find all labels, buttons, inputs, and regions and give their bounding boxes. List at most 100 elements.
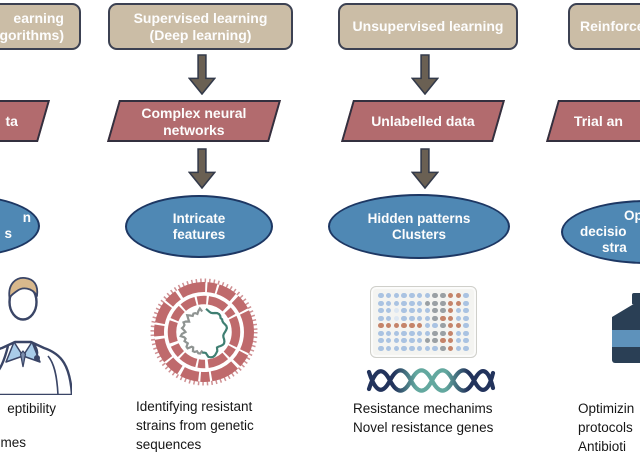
microplate-well — [440, 323, 446, 329]
caption-line: protocols — [578, 420, 633, 435]
microplate-well — [401, 315, 407, 321]
microplate-well — [416, 300, 423, 306]
flow-parallelogram-complex-networks: Complex neural networks — [106, 100, 282, 142]
microplate-well — [432, 330, 438, 336]
microplate-well — [385, 300, 392, 306]
antibiotic-bottle-icon — [612, 293, 640, 363]
caption-line: sequences — [136, 437, 202, 452]
microplate-well — [378, 345, 384, 351]
microplate-well — [416, 330, 423, 336]
microplate-well — [378, 338, 384, 344]
ellipse-line: n — [22, 210, 31, 225]
microplate-well — [463, 338, 469, 344]
microplate-well — [393, 293, 400, 299]
microplate-well — [385, 308, 392, 314]
microplate-well — [393, 308, 400, 314]
microplate-well — [401, 308, 407, 314]
microplate-well — [440, 300, 446, 306]
ellipse-line: decisio — [580, 224, 627, 239]
flow-box-reinforcement: Reinforce — [568, 3, 640, 50]
microplate-well — [447, 315, 454, 321]
microplate-well — [424, 323, 431, 329]
microplate-well — [424, 315, 431, 321]
microplate-well — [416, 293, 423, 299]
microplate-well — [401, 323, 407, 329]
microplate-well — [416, 338, 423, 344]
microplate-well — [447, 308, 454, 314]
down-arrow-icon — [188, 54, 216, 95]
microplate-well — [378, 330, 384, 336]
microplate-well — [447, 323, 454, 329]
flow-ellipse-intricate-features: Intricate features — [125, 195, 273, 258]
microplate-well — [432, 345, 438, 351]
para-line: Unlabelled data — [371, 112, 475, 129]
microplate-well — [424, 293, 431, 299]
microplate-well — [455, 345, 462, 351]
microplate-well — [455, 315, 462, 321]
microplate-well — [455, 300, 462, 306]
caption-col1-line1: eptibility — [0, 399, 56, 418]
down-arrow-icon — [411, 54, 439, 95]
microplate-well — [401, 338, 407, 344]
microplate-well — [424, 308, 431, 314]
microplate-well — [409, 345, 415, 351]
microplate-well — [447, 300, 454, 306]
flow-parallelogram-labelled-data: ta — [0, 100, 51, 142]
microplate-well — [401, 293, 407, 299]
microplate-well — [393, 338, 400, 344]
microplate-well — [424, 345, 431, 351]
para-line: ta — [5, 112, 19, 129]
microplate-well — [409, 300, 415, 306]
caption-line: Novel resistance genes — [353, 420, 494, 435]
microplate-well — [432, 293, 438, 299]
box-line: Unsupervised learning — [352, 18, 504, 35]
flow-ellipse-col1: n s — [0, 195, 40, 257]
microplate-well — [447, 330, 454, 336]
genome-inner-ring — [179, 306, 204, 355]
microplate-well — [416, 345, 423, 351]
microplate-well — [455, 308, 462, 314]
flow-ellipse-hidden-patterns: Hidden patterns Clusters — [328, 194, 510, 259]
genome-plot-icon — [150, 278, 258, 386]
microplate-well — [378, 323, 384, 329]
down-arrow-icon — [411, 148, 439, 189]
box-line: gorithms) — [0, 26, 64, 43]
box-line: Reinforce — [580, 18, 640, 35]
down-arrow-icon — [188, 148, 216, 189]
caption-line: Optimizin — [578, 401, 635, 416]
ellipse-line: Hidden patterns — [367, 210, 471, 226]
microplate-well — [455, 330, 462, 336]
caption-reinforcement: Optimizin protocols Antibioti — [578, 399, 634, 456]
microplate-well — [409, 308, 415, 314]
doctor-icon — [0, 277, 72, 395]
microplate-well — [385, 330, 392, 336]
microplate-well — [432, 338, 438, 344]
microplate-well — [440, 345, 446, 351]
microplate-well — [409, 323, 415, 329]
flow-parallelogram-trial-error: Trial an — [545, 100, 640, 142]
microplate-icon — [370, 286, 477, 358]
microplate-well — [401, 345, 407, 351]
microplate-well — [378, 308, 384, 314]
microplate-well — [463, 308, 469, 314]
flow-box-supervised: Supervised learning (Deep learning) — [108, 3, 293, 50]
microplate-well — [447, 293, 454, 299]
ellipse-line: s — [4, 226, 12, 241]
microplate-well — [385, 338, 392, 344]
microplate-well — [463, 315, 469, 321]
microplate-well — [409, 330, 415, 336]
microplate-well — [463, 345, 469, 351]
microplate-well — [416, 315, 423, 321]
microplate-well — [455, 338, 462, 344]
microplate-well — [447, 338, 454, 344]
flow-parallelogram-unlabelled-data: Unlabelled data — [340, 100, 506, 142]
para-line: networks — [163, 121, 225, 137]
microplate-well — [440, 338, 446, 344]
box-line: Supervised learning — [133, 10, 268, 26]
ellipse-line: features — [172, 226, 226, 242]
microplate-well — [393, 323, 400, 329]
microplate-well — [409, 338, 415, 344]
box-line: (Deep learning) — [149, 26, 252, 43]
microplate-well — [432, 323, 438, 329]
